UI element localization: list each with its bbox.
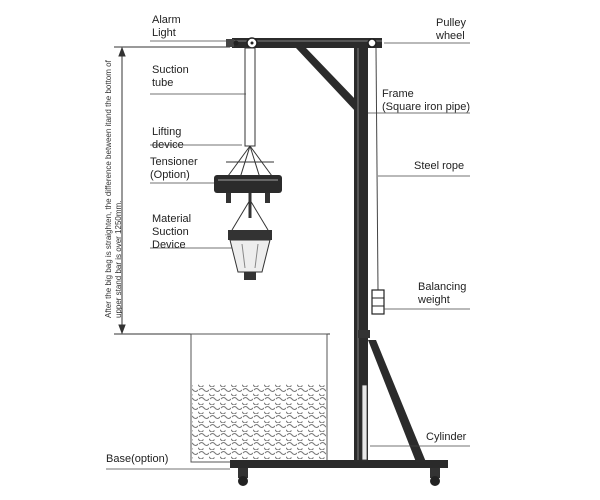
tensioner [214,175,282,203]
balancing-weight [371,289,385,315]
steel-rope [375,47,379,291]
cylinder [358,330,370,461]
alarm-light [226,39,239,47]
label-base-option: Base(option) [106,453,169,465]
dimension-note: After the big bag is straighten, the dif… [104,60,123,318]
base-frame [230,460,448,486]
label-steel-rope: Steel rope [414,160,465,172]
big-bag-box [190,333,328,463]
suction-tube [244,47,256,147]
lower-support [368,340,426,462]
frame-column [354,42,368,462]
leader-lines [106,40,470,470]
label-cylinder: Cylinder [426,431,467,443]
pulley-wheel [246,37,377,49]
frame-top-arm [232,38,382,48]
upper-brace [296,48,356,112]
lifting-device [226,145,274,179]
material-suction-device [228,193,272,280]
label-tensioner: Tensioner(Option) [150,156,198,181]
label-frame: Frame(Square iron pipe) [382,88,471,113]
